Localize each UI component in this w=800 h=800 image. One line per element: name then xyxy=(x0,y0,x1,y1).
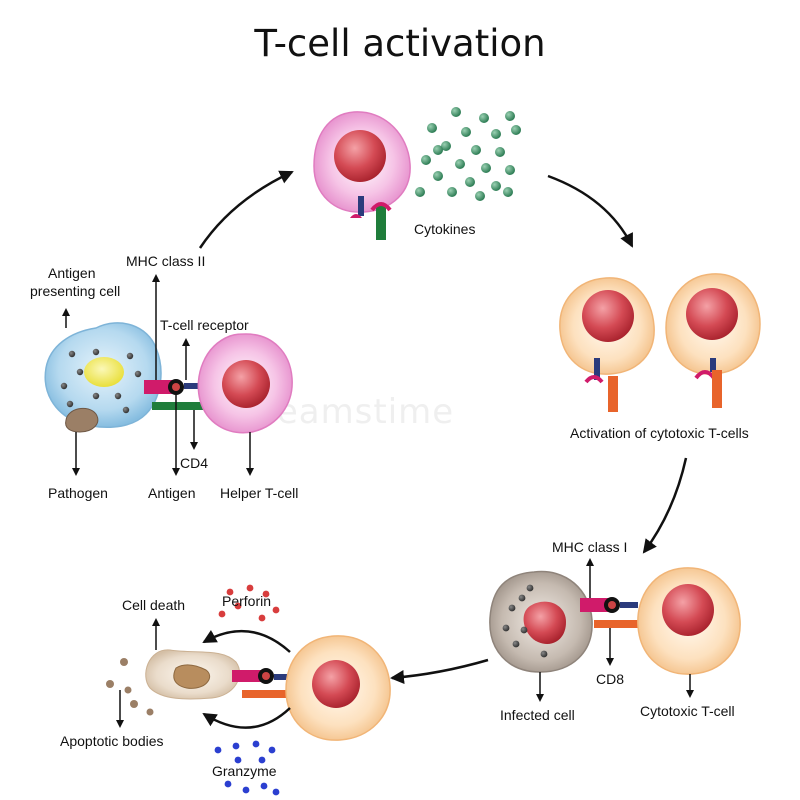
cytotoxic-t-cell-2 xyxy=(665,273,761,408)
perforin-arrow xyxy=(202,629,291,653)
mhc-class-i-complex xyxy=(580,597,638,628)
label-antigen: Antigen xyxy=(48,265,95,281)
cycle-arrow-helper-to-cytotoxic xyxy=(547,174,634,248)
perforin-dots xyxy=(218,584,280,622)
cycle-arrow-infected-to-killing xyxy=(390,658,489,684)
label-cd4: CD4 xyxy=(180,455,208,471)
killing-complex xyxy=(232,668,290,698)
helper-t-cell-top xyxy=(313,111,411,240)
label-infected-cell: Infected cell xyxy=(500,707,575,723)
mhc-class-ii-complex xyxy=(144,379,204,410)
label-helper-t-cell: Helper T-cell xyxy=(220,485,298,501)
granzyme-dots xyxy=(214,740,280,796)
infected-cell xyxy=(489,570,593,673)
cycle-arrow-cytotoxic-to-infected xyxy=(642,457,688,554)
page-title: T-cell activation xyxy=(254,22,546,65)
label-antigen-small: Antigen xyxy=(148,485,195,501)
cytotoxic-t-cell-bottom xyxy=(637,567,741,675)
antigen-presenting-cell xyxy=(44,322,162,428)
cytotoxic-t-cell-1 xyxy=(559,277,655,412)
helper-t-cell xyxy=(197,333,293,434)
dying-cell xyxy=(145,649,241,700)
label-presenting-cell: presenting cell xyxy=(30,283,120,299)
cytotoxic-t-cell-killer xyxy=(285,635,391,741)
apoptotic-bodies xyxy=(106,658,154,716)
label-perforin: Perforin xyxy=(222,593,271,609)
pathogen-blob xyxy=(65,407,99,433)
cycle-arrow-apc-to-helper xyxy=(198,170,294,249)
label-cytokines: Cytokines xyxy=(414,221,475,237)
label-mhc-class-ii: MHC class II xyxy=(126,253,205,269)
label-mhc-class-i: MHC class I xyxy=(552,539,627,555)
label-activation-cytotoxic: Activation of cytotoxic T-cells xyxy=(570,425,749,441)
label-apoptotic-bodies: Apoptotic bodies xyxy=(60,733,164,749)
label-cytotoxic-t-cell: Cytotoxic T-cell xyxy=(640,703,735,719)
label-granzyme: Granzyme xyxy=(212,763,277,779)
cytokine-dots xyxy=(415,107,521,201)
label-t-cell-receptor: T-cell receptor xyxy=(160,317,249,333)
label-cd8: CD8 xyxy=(596,671,624,687)
granzyme-arrow xyxy=(202,707,291,729)
label-pathogen: Pathogen xyxy=(48,485,108,501)
label-cell-death: Cell death xyxy=(122,597,185,613)
